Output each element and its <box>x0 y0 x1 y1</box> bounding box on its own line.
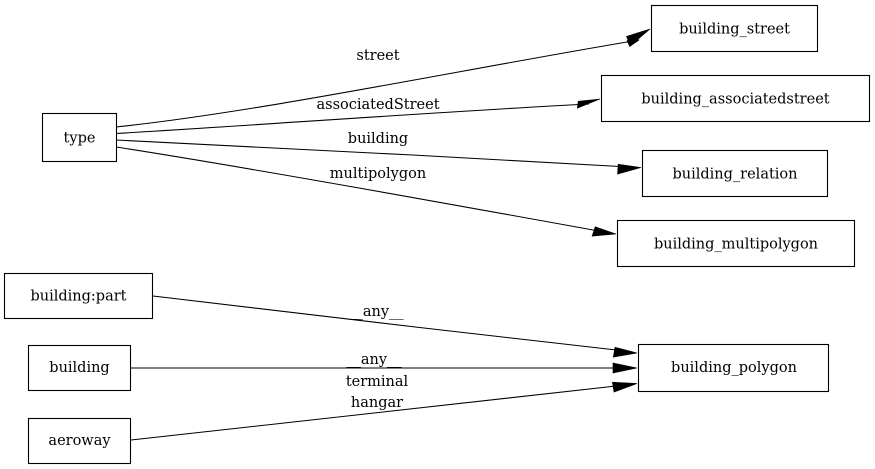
edge-label-multipolygon: multipolygon <box>330 166 426 182</box>
edge-line <box>130 384 626 441</box>
edge-type-to-building_associatedstreet[interactable] <box>115 98 601 135</box>
arrowhead-icon <box>612 381 638 393</box>
node-box <box>27 344 132 392</box>
edge-line <box>115 146 605 233</box>
arrowhead-icon <box>612 346 638 358</box>
node-box <box>41 112 118 163</box>
node-box <box>27 417 132 465</box>
edge-line <box>115 39 640 128</box>
node-building-relation[interactable]: building_relation <box>641 149 829 198</box>
node-building-street[interactable]: building_street <box>650 4 819 53</box>
arrowhead-icon <box>617 163 642 175</box>
edge-aeroway-to-building_polygon[interactable] <box>130 381 638 441</box>
edge-line <box>115 103 590 135</box>
edge-line <box>152 295 626 352</box>
edge-building-to-building_polygon[interactable] <box>131 362 638 374</box>
node-building-part[interactable]: building:part <box>3 272 154 320</box>
edge-type-to-building_street[interactable] <box>115 28 651 128</box>
edge-label-hangar: hangar <box>351 395 403 411</box>
node-label-building-street: building_street <box>679 22 790 38</box>
edge-label-group: street associatedStreet building multipo… <box>316 48 439 411</box>
edge-type-to-building_multipolygon[interactable] <box>115 146 617 237</box>
node-aeroway[interactable]: aeroway <box>27 417 132 465</box>
node-label-building-polygon: building_polygon <box>671 360 797 376</box>
node-type[interactable]: type <box>41 112 118 163</box>
node-label-building-multipolygon: building_multipolygon <box>654 237 818 253</box>
edge-label-any-building: __any__ <box>346 352 402 368</box>
arrowhead-icon <box>591 226 617 237</box>
arrowhead-icon <box>612 362 638 374</box>
edge-label-terminal: terminal <box>346 374 409 390</box>
edge-group <box>115 28 651 441</box>
node-group: type building_street building_associated… <box>3 4 871 465</box>
node-label-aeroway: aeroway <box>48 433 111 449</box>
node-label-building-part: building:part <box>30 289 126 305</box>
edge-label-building: building <box>348 131 408 147</box>
edge-label-any-buildingpart: __any__ <box>348 304 404 320</box>
node-box <box>650 4 819 53</box>
node-box <box>637 343 830 393</box>
edge-line <box>115 139 630 168</box>
node-box <box>3 272 154 320</box>
node-building-multipolygon[interactable]: building_multipolygon <box>616 219 856 268</box>
edge-label-street: street <box>356 48 399 64</box>
node-box <box>616 219 856 268</box>
edge-building_part-to-building_polygon[interactable] <box>152 295 638 358</box>
node-building-polygon[interactable]: building_polygon <box>637 343 830 393</box>
node-label-building: building <box>49 360 109 376</box>
node-box <box>600 74 871 123</box>
edge-label-associatedstreet: associatedStreet <box>316 97 439 113</box>
node-label-building-relation: building_relation <box>672 167 797 183</box>
node-box <box>641 149 829 198</box>
node-building-associatedstreet[interactable]: building_associatedstreet <box>600 74 871 123</box>
node-label-building-associatedstreet: building_associatedstreet <box>641 92 829 108</box>
edge-type-to-building_relation[interactable] <box>115 139 642 175</box>
node-label-type: type <box>64 131 96 147</box>
arrowhead-icon <box>576 98 601 109</box>
arrowhead-fill-icon <box>626 28 651 47</box>
node-building[interactable]: building <box>27 344 132 392</box>
